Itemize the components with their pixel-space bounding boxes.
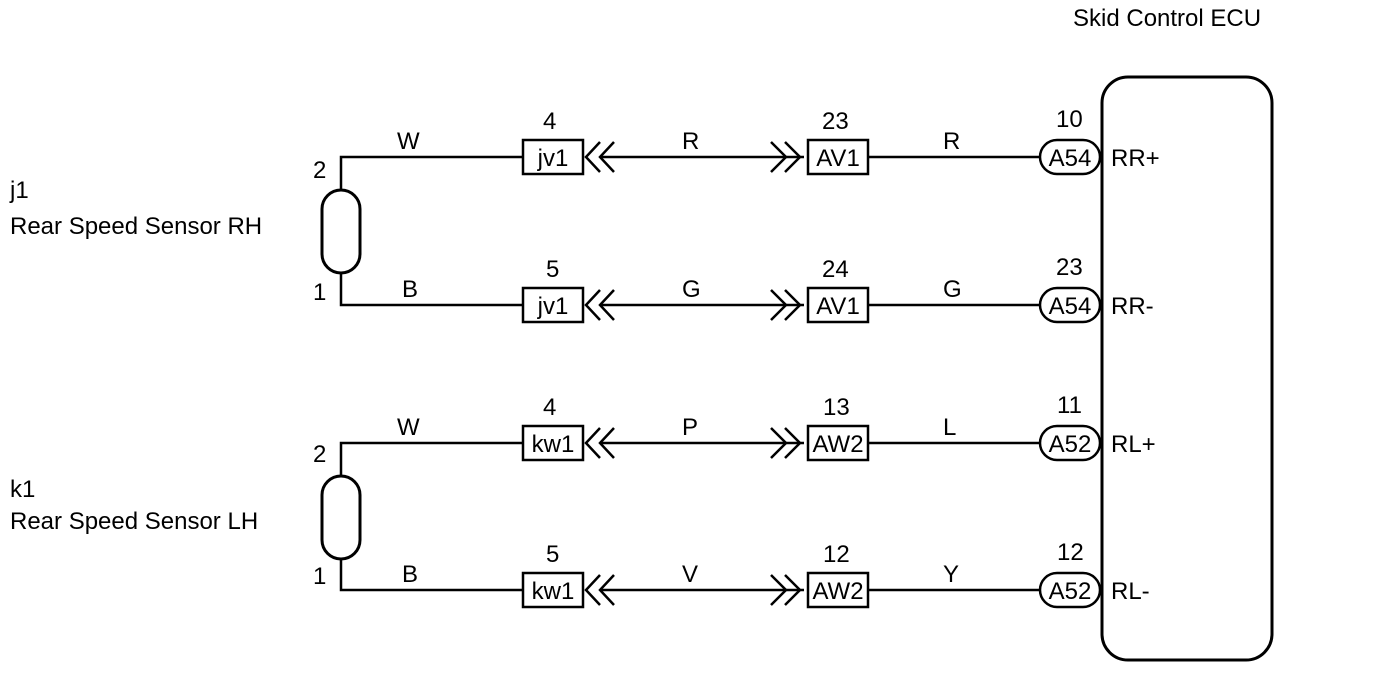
ecu-wire-color: G	[943, 276, 962, 303]
sensor-lh-wire-top	[339, 441, 523, 476]
circuit-row-rr-minus: B 5 jv1 G 24 AV1 G 23 A54 RR-	[402, 254, 1154, 324]
ecu-title: Skid Control ECU	[1073, 5, 1261, 32]
ecu-conn-box	[1038, 286, 1102, 324]
circuit-row-rr-plus: W 4 jv1 R 23 AV1 R 10 A54 RR+	[397, 106, 1160, 176]
conn1-name: kw1	[532, 431, 575, 458]
conn1-pin: 5	[546, 256, 559, 283]
sensor-rh-name: Rear Speed Sensor RH	[10, 213, 262, 240]
ecu-conn-name: A54	[1049, 145, 1092, 172]
sensor-rh-pin-top: 2	[313, 157, 326, 184]
conn1-name: jv1	[537, 293, 569, 320]
male-terminal-icon	[770, 289, 802, 321]
sensor-lh-name: Rear Speed Sensor LH	[10, 508, 258, 535]
conn1-name: kw1	[532, 578, 575, 605]
conn2-name: AW2	[812, 431, 863, 458]
male-terminal-icon	[770, 427, 802, 459]
conn2-pin: 12	[823, 541, 850, 568]
conn2-pin: 13	[823, 394, 850, 421]
ecu-wire-color: L	[943, 414, 956, 441]
ecu-conn-pin: 23	[1056, 254, 1083, 281]
conn2-box	[806, 138, 870, 176]
sensor-lh-pin-bottom: 1	[313, 563, 326, 590]
conn2-name: AV1	[816, 293, 860, 320]
sensor-wire-color: W	[397, 414, 420, 441]
conn2-box	[806, 571, 870, 609]
mid-wire-color: R	[682, 128, 699, 155]
ecu-conn-box	[1038, 424, 1102, 462]
mid-wire-color: V	[682, 561, 698, 588]
ecu-terminal: RL+	[1111, 431, 1156, 458]
ecu-wire-color: R	[943, 128, 960, 155]
ecu-box	[1100, 75, 1274, 662]
ecu-wire-color: Y	[943, 561, 959, 588]
sensor-rh-body	[320, 188, 362, 275]
conn1-box	[521, 286, 585, 324]
ecu-conn-pin: 12	[1057, 539, 1084, 566]
sensor-rh-wire-bottom	[339, 273, 523, 307]
mid-wire-color: G	[682, 276, 701, 303]
sensor-lh-body	[320, 474, 362, 561]
conn1-pin: 4	[543, 108, 556, 135]
mid-wire-color: P	[682, 414, 698, 441]
sensor-rh-pin-bottom: 1	[313, 279, 326, 306]
male-terminal-icon	[770, 574, 802, 606]
ecu-conn-pin: 11	[1057, 392, 1082, 419]
conn1-box	[521, 138, 585, 176]
conn1-name: jv1	[537, 145, 569, 172]
sensor-lh-wire-bottom	[339, 559, 523, 592]
conn1-box	[521, 424, 585, 462]
sensor-wire-color: B	[402, 276, 418, 303]
circuit-row-rl-minus: B 5 kw1 V 12 AW2 Y 12 A52 RL-	[402, 539, 1150, 609]
ecu-conn-name: A52	[1049, 578, 1092, 605]
sensor-rh-id: j1	[9, 177, 29, 204]
sensor-wire-color: W	[397, 128, 420, 155]
circuit-row-rl-plus: W 4 kw1 P 13 AW2 L 11 A52 RL+	[397, 392, 1156, 462]
conn2-box	[806, 286, 870, 324]
ecu-conn-name: A52	[1049, 431, 1092, 458]
sensor-lh-pin-top: 2	[313, 441, 326, 468]
conn1-box	[521, 571, 585, 609]
ecu-terminal: RR-	[1111, 293, 1154, 320]
conn1-pin: 4	[543, 394, 556, 421]
sensor-rh-wire-top	[339, 155, 523, 190]
conn1-pin: 5	[546, 541, 559, 568]
ecu-conn-pin: 10	[1056, 106, 1083, 133]
conn2-name: AV1	[816, 145, 860, 172]
sensor-wire-color: B	[402, 561, 418, 588]
sensor-lh-id: k1	[10, 476, 35, 503]
conn2-pin: 23	[822, 108, 849, 135]
ecu-terminal: RL-	[1111, 578, 1150, 605]
male-terminal-icon	[770, 141, 802, 173]
ecu-terminal: RR+	[1111, 145, 1160, 172]
ecu-conn-name: A54	[1049, 293, 1092, 320]
conn2-pin: 24	[822, 256, 849, 283]
ecu-conn-box	[1038, 571, 1102, 609]
conn2-name: AW2	[812, 578, 863, 605]
ecu-conn-box	[1038, 138, 1102, 176]
